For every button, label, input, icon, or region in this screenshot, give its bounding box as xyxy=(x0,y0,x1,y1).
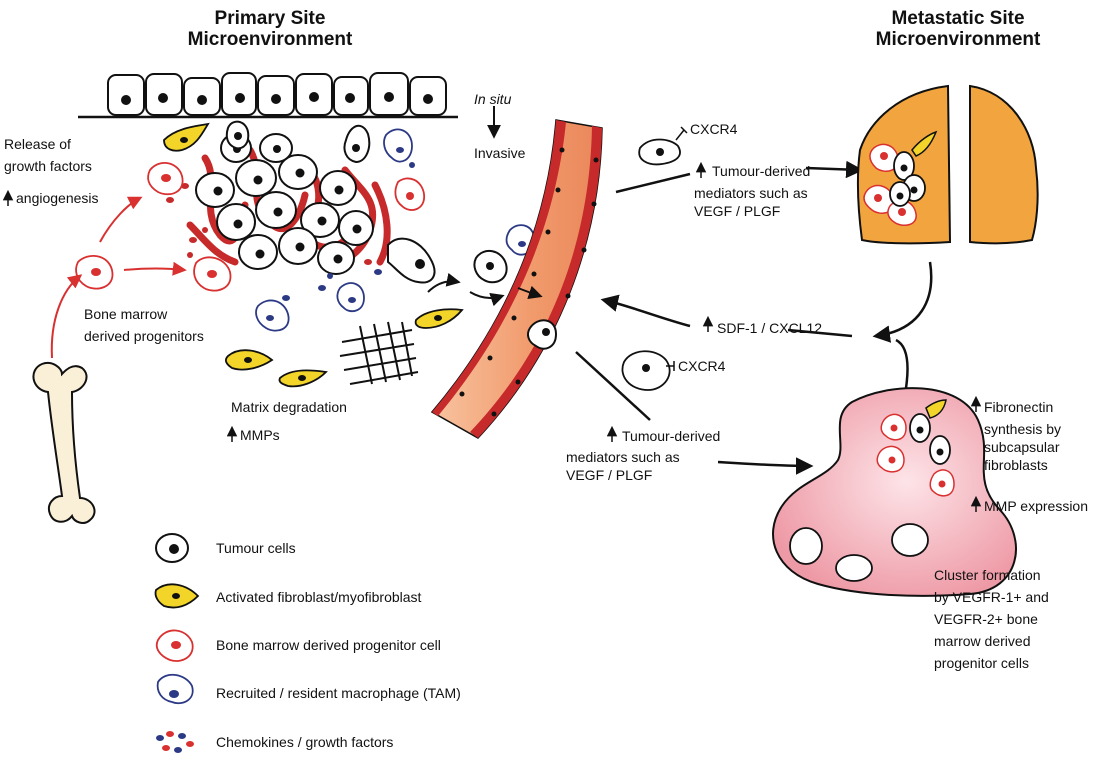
angiogenesis-label: angiogenesis xyxy=(16,190,99,206)
invasive-label: Invasive xyxy=(474,145,526,161)
fibronectin-line2: synthesis by xyxy=(984,421,1062,437)
cluster-line3: VEGFR-2+ bone xyxy=(934,611,1038,627)
bone-marrow-label-line1: Bone marrow xyxy=(84,306,168,322)
release-label-line1: Release of xyxy=(4,136,71,152)
metastatic-title-line1: Metastatic Site xyxy=(891,8,1025,29)
release-label-line2: growth factors xyxy=(4,158,92,174)
metastatic-title-line2: Microenvironment xyxy=(875,29,1041,50)
mediator-arrows xyxy=(575,160,933,475)
legend-chemokines: Chemokines / growth factors xyxy=(216,734,394,750)
primary-title-line2: Microenvironment xyxy=(187,29,353,50)
legend-macrophage: Recruited / resident macrophage (TAM) xyxy=(216,685,461,701)
bone-marrow-label-line2: derived progenitors xyxy=(84,328,204,344)
lung-icon xyxy=(856,84,1039,245)
blood-vessel xyxy=(430,119,603,439)
legend-icons xyxy=(154,533,200,753)
cluster-line4: marrow derived xyxy=(934,633,1031,649)
legend-fibroblast: Activated fibroblast/myofibroblast xyxy=(216,589,422,605)
fibronectin-line1: Fibronectin xyxy=(984,399,1054,415)
tumour-derived-top-line1: Tumour-derived xyxy=(712,163,811,179)
invasion-arrows xyxy=(427,106,543,307)
primary-tumour-cluster xyxy=(166,120,436,301)
fibronectin-line4: fibroblasts xyxy=(984,457,1048,473)
metastatic-site-title: Metastatic Site Microenvironment xyxy=(838,8,1078,50)
tumour-cell-icon xyxy=(155,533,189,563)
tumour-derived-top-line2: mediators such as xyxy=(694,185,808,201)
fibroblast-icon xyxy=(154,583,200,609)
cxcr4-cell-top xyxy=(638,126,688,166)
extracellular-matrix xyxy=(339,321,419,385)
metastatic-organ xyxy=(772,387,1017,597)
cxcr4-middle-label: CXCR4 xyxy=(678,358,726,374)
matrix-degradation-label: Matrix degradation xyxy=(231,399,347,415)
epithelium-layer xyxy=(78,72,458,119)
cxcr4-top-label: CXCR4 xyxy=(690,121,738,137)
increase-arrows xyxy=(2,161,982,512)
chemokines-icon xyxy=(156,731,194,753)
primary-site-title: Primary Site Microenvironment xyxy=(150,8,390,50)
progenitor-recruitment-arrows xyxy=(50,196,187,359)
tumour-derived-bottom-line2: mediators such as xyxy=(566,449,680,465)
primary-macrophages xyxy=(255,128,535,332)
cluster-line2: by VEGFR-1+ and xyxy=(934,589,1049,605)
primary-progenitor-cells xyxy=(75,162,425,292)
cxcr4-cell-middle xyxy=(621,350,675,391)
primary-title-line1: Primary Site xyxy=(214,8,326,29)
bone-icon xyxy=(32,362,96,524)
fibronectin-line3: subcapsular xyxy=(984,439,1060,455)
sdf1-label: SDF-1 / CXCL12 xyxy=(717,320,823,336)
in-situ-label: In situ xyxy=(474,91,512,107)
progenitor-cell-icon xyxy=(155,629,194,662)
mmp-expression-label: MMP expression xyxy=(984,498,1089,514)
cluster-line5: progenitor cells xyxy=(934,655,1029,671)
tumour-derived-top-line3: VEGF / PLGF xyxy=(694,203,781,219)
cluster-line1: Cluster formation xyxy=(934,567,1041,583)
mmps-label: MMPs xyxy=(240,427,280,443)
tumour-derived-bottom-line3: VEGF / PLGF xyxy=(566,467,653,483)
tumour-derived-bottom-line1: Tumour-derived xyxy=(622,428,721,444)
legend-progenitor: Bone marrow derived progenitor cell xyxy=(216,637,441,653)
primary-fibroblasts xyxy=(163,122,464,388)
macrophage-icon xyxy=(156,673,194,705)
legend-tumour-cells: Tumour cells xyxy=(216,540,296,556)
